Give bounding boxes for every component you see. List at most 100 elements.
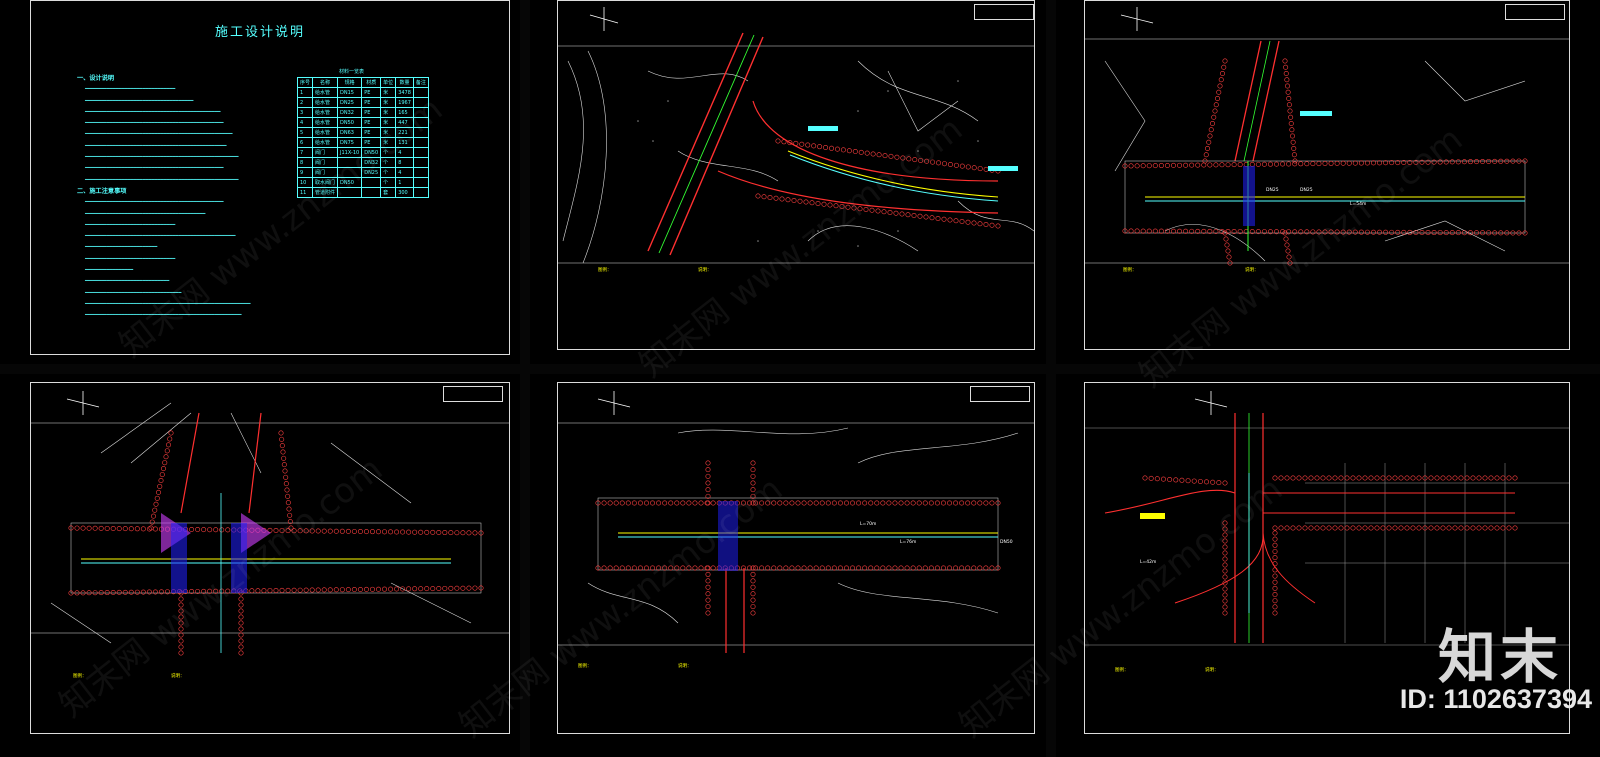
tree-marker: [1291, 146, 1297, 152]
sheet-design-notes[interactable]: 施工设计说明 一、设计说明 ━━━━━━━━━━━━━━━━━━━━━━━━━━…: [30, 0, 510, 355]
tree-marker: [823, 144, 829, 150]
tree-marker: [1288, 121, 1294, 127]
tree-marker: [1419, 159, 1425, 165]
tree-marker: [213, 588, 219, 594]
tree-marker: [613, 565, 619, 571]
sheet-plan-3[interactable]: 图例： 说明：: [1084, 0, 1570, 350]
tree-marker: [1179, 477, 1185, 483]
tree-marker: [1272, 555, 1278, 561]
tree-marker: [1195, 228, 1201, 234]
tree-marker: [813, 500, 819, 506]
tree-marker: [916, 565, 922, 571]
tree-marker: [1272, 548, 1278, 554]
sheet-plan-5[interactable]: 图例： 说明：: [557, 382, 1035, 734]
tree-marker: [1386, 525, 1392, 531]
sheet-plan-6[interactable]: 图例： 说明：: [1084, 382, 1570, 734]
tree-marker: [1222, 592, 1228, 598]
tree-marker: [767, 195, 773, 201]
north-arrow: [1120, 7, 1154, 31]
tree-marker: [692, 565, 698, 571]
tree-marker: [1189, 228, 1195, 234]
tree-marker: [795, 565, 801, 571]
tree-marker: [795, 500, 801, 506]
notes-heading: 说明：: [698, 268, 712, 273]
tree-marker: [1358, 160, 1364, 166]
tree-marker: [953, 218, 959, 224]
tree-marker: [864, 150, 870, 156]
sheet-plan-2[interactable]: 图例： 说明：: [557, 0, 1035, 350]
tree-marker: [850, 500, 856, 506]
tree-marker: [983, 500, 989, 506]
tree-marker: [977, 500, 983, 506]
tree-marker: [1227, 260, 1233, 266]
tree-marker: [1498, 230, 1504, 236]
tree-marker: [1158, 228, 1164, 234]
tree-marker: [862, 565, 868, 571]
tree-marker: [1392, 475, 1398, 481]
tree-marker: [750, 480, 756, 486]
pipe-label: DN25: [1300, 188, 1313, 193]
tree-marker: [1222, 544, 1228, 550]
tree-marker: [1222, 230, 1228, 236]
tree-marker: [831, 565, 837, 571]
tree-marker: [936, 160, 942, 166]
tree-marker: [400, 529, 406, 535]
tree-marker: [1222, 568, 1228, 574]
tree-marker: [1522, 158, 1528, 164]
tree-marker: [1280, 161, 1286, 167]
tree-marker: [1506, 475, 1512, 481]
tree-marker: [460, 530, 466, 536]
tree-marker: [178, 632, 184, 638]
table-cell: 给水管: [312, 127, 339, 138]
tree-marker: [892, 500, 898, 506]
tree-marker: [1222, 538, 1228, 544]
sheet-plan-4[interactable]: 图例： 说明：: [30, 382, 510, 734]
tree-marker: [430, 529, 436, 535]
tree-marker: [912, 157, 918, 163]
tree-marker: [989, 565, 995, 571]
tree-marker: [219, 527, 225, 533]
tree-marker: [807, 565, 813, 571]
road-centerline: [658, 34, 755, 254]
table-cell: [412, 147, 429, 158]
tree-marker: [1362, 525, 1368, 531]
tree-marker: [705, 460, 711, 466]
tree-marker: [1404, 475, 1410, 481]
tree-marker: [284, 487, 290, 493]
tree-marker: [134, 526, 140, 532]
tree-marker: [750, 578, 756, 584]
valve-well: [1243, 166, 1255, 226]
tree-marker: [1183, 162, 1189, 168]
label-tag: [988, 166, 1018, 171]
tree-marker: [161, 466, 167, 472]
table-cell: DN15: [337, 87, 363, 98]
tree-marker: [412, 586, 418, 592]
table-cell: DN32: [337, 107, 363, 118]
tree-marker: [1287, 260, 1293, 266]
tree-marker: [287, 519, 293, 525]
tree-marker: [1272, 585, 1278, 591]
tree-marker: [789, 500, 795, 506]
tree-marker: [1446, 525, 1452, 531]
tree-marker: [1304, 229, 1310, 235]
table-cell: 套: [380, 187, 397, 198]
tree-marker: [940, 500, 946, 506]
tree-marker: [1320, 525, 1326, 531]
tree-marker: [643, 565, 649, 571]
tree-marker: [1334, 229, 1340, 235]
tree-marker: [1467, 159, 1473, 165]
tree-marker: [650, 500, 656, 506]
tree-marker: [917, 213, 923, 219]
tree-marker: [1284, 242, 1290, 248]
tree-marker: [1356, 475, 1362, 481]
tree-marker: [472, 530, 478, 536]
tree-marker: [1212, 108, 1218, 114]
tree-marker: [789, 565, 795, 571]
tree-marker: [238, 608, 244, 614]
tree-marker: [983, 166, 989, 172]
tree-marker: [1222, 550, 1228, 556]
tree-marker: [1218, 77, 1224, 83]
tree-marker: [466, 585, 472, 591]
tree-marker: [273, 588, 279, 594]
